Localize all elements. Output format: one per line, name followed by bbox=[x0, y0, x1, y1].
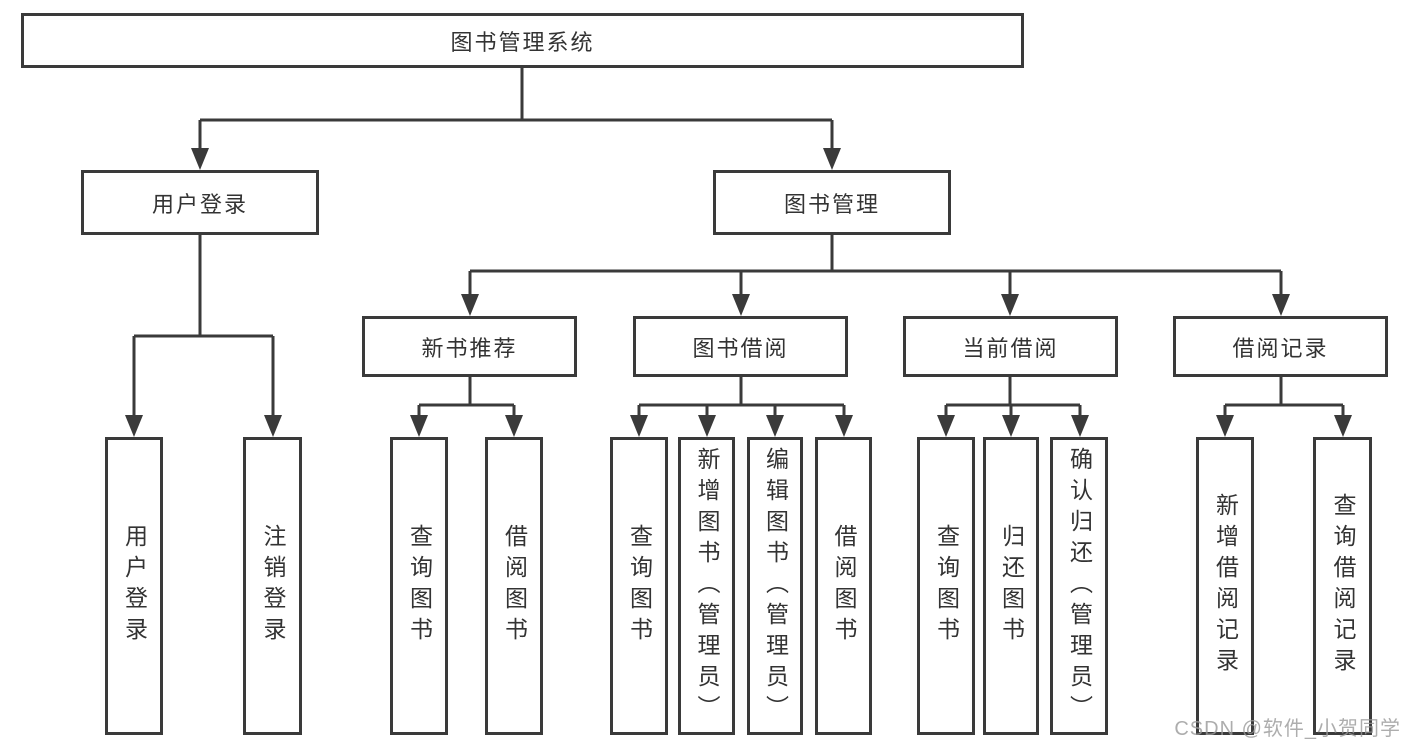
leaf-cb-query-books: 查询图书 bbox=[917, 437, 975, 735]
leaf-cb-query-books-label: 查询图书 bbox=[933, 524, 960, 648]
leaf-bb-borrow-books-label: 借阅图书 bbox=[831, 524, 857, 648]
leaf-logout-label: 注销登录 bbox=[260, 524, 286, 648]
node-library-system: 图书管理系统 bbox=[21, 13, 1024, 68]
leaf-nb-query-books-label: 查询图书 bbox=[406, 524, 433, 648]
leaf-bb-query-books-label: 查询图书 bbox=[626, 524, 653, 648]
leaf-bb-query-books: 查询图书 bbox=[610, 437, 668, 735]
leaf-user-login: 用户登录 bbox=[105, 437, 163, 735]
node-new-book-recommend-label: 新书推荐 bbox=[421, 335, 518, 361]
leaf-bb-borrow-books: 借阅图书 bbox=[815, 437, 872, 735]
node-current-borrowing-label: 当前借阅 bbox=[962, 335, 1059, 361]
leaf-add-book-admin: 新增图书（管理员） bbox=[678, 437, 735, 735]
leaf-add-borrow-record: 新增借阅记录 bbox=[1196, 437, 1254, 735]
node-user-login-label: 用户登录 bbox=[151, 191, 248, 217]
node-new-book-recommend: 新书推荐 bbox=[362, 316, 577, 377]
leaf-edit-book-admin-label: 编辑图书（管理员） bbox=[762, 446, 789, 726]
leaf-nb-borrow-books-label: 借阅图书 bbox=[501, 524, 528, 648]
node-book-borrowing: 图书借阅 bbox=[633, 316, 848, 377]
node-borrowing-records: 借阅记录 bbox=[1173, 316, 1388, 377]
leaf-nb-query-books: 查询图书 bbox=[390, 437, 448, 735]
leaf-nb-borrow-books: 借阅图书 bbox=[485, 437, 543, 735]
node-book-borrowing-label: 图书借阅 bbox=[692, 335, 789, 361]
leaf-add-book-admin-label: 新增图书（管理员） bbox=[694, 446, 720, 726]
node-book-management: 图书管理 bbox=[713, 170, 951, 235]
leaf-return-books-label: 归还图书 bbox=[998, 524, 1025, 648]
leaf-edit-book-admin: 编辑图书（管理员） bbox=[747, 437, 803, 735]
leaf-user-login-label: 用户登录 bbox=[121, 524, 148, 648]
node-borrowing-records-label: 借阅记录 bbox=[1232, 335, 1329, 361]
leaf-return-books: 归还图书 bbox=[983, 437, 1039, 735]
leaf-query-borrow-record: 查询借阅记录 bbox=[1313, 437, 1372, 735]
node-library-system-label: 图书管理系统 bbox=[450, 29, 595, 55]
leaf-logout: 注销登录 bbox=[243, 437, 302, 735]
csdn-watermark: CSDN @软件_小贺同学 bbox=[1174, 718, 1401, 740]
leaf-confirm-return-admin: 确认归还（管理员） bbox=[1050, 437, 1108, 735]
node-current-borrowing: 当前借阅 bbox=[903, 316, 1118, 377]
leaf-add-borrow-record-label: 新增借阅记录 bbox=[1212, 493, 1239, 679]
leaf-confirm-return-admin-label: 确认归还（管理员） bbox=[1066, 446, 1093, 726]
leaf-query-borrow-record-label: 查询借阅记录 bbox=[1330, 493, 1356, 679]
node-user-login: 用户登录 bbox=[81, 170, 319, 235]
node-book-management-label: 图书管理 bbox=[783, 191, 880, 217]
